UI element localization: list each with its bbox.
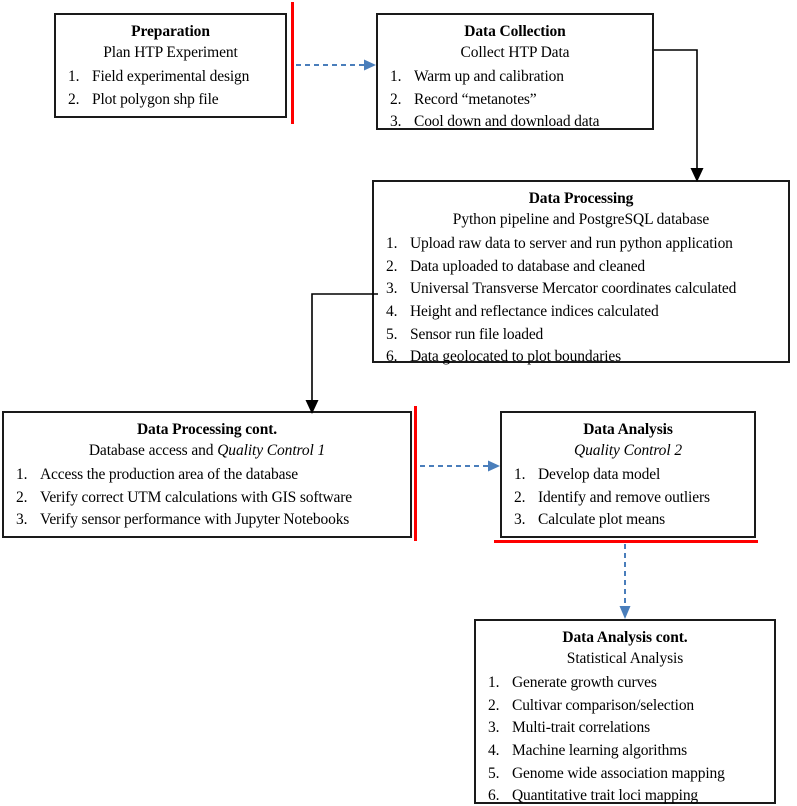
node-data-analysis-cont-subtitle: Statistical Analysis [566, 650, 684, 668]
subtitle-prefix: Database access and [88, 442, 218, 460]
list-item: Warm up and calibration [390, 66, 564, 88]
red-separator-middle [414, 406, 417, 541]
node-data-analysis-subtitle: Quality Control 2 [512, 441, 744, 462]
node-data-analysis-cont[interactable]: Data Analysis cont. Statistical Analysis… [474, 619, 776, 806]
node-data-collection[interactable]: Data Collection Collect HTP Data Warm up… [376, 13, 654, 134]
list-item: Cultivar comparison/selection [488, 695, 695, 717]
node-data-processing-cont-subtitle: Database access and Quality Control 1 [14, 441, 400, 462]
node-data-analysis-cont-list: Generate growth curves Cultivar comparis… [486, 672, 764, 806]
connector-data-processing-to-data-processing-cont-icon [305, 292, 378, 416]
node-data-processing-subtitle: Python pipeline and PostgreSQL database [452, 211, 710, 229]
list-item: Upload raw data to server and run python… [386, 233, 733, 255]
node-data-collection-list: Warm up and calibration Record “metanote… [388, 66, 642, 134]
subtitle-emphasis: Quality Control 1 [217, 442, 326, 460]
connector-data-processing-cont-to-data-analysis-icon [420, 459, 504, 473]
node-data-analysis-cont-title: Data Analysis cont. [562, 629, 688, 646]
list-item: Record “metanotes” [390, 89, 537, 111]
list-item: Identify and remove outliers [514, 487, 710, 509]
list-item: Plot polygon shp file [68, 89, 219, 111]
list-item: Cool down and download data [390, 111, 600, 133]
red-separator-top [291, 2, 294, 124]
list-item: Genome wide association mapping [488, 763, 725, 785]
node-data-analysis-list: Develop data model Identify and remove o… [512, 464, 744, 532]
node-preparation-subtitle: Plan HTP Experiment [103, 44, 238, 62]
list-item: Data geolocated to plot boundaries [386, 346, 621, 368]
list-item: Universal Transverse Mercator coordinate… [386, 278, 737, 300]
connector-data-collection-to-data-processing-icon [654, 48, 704, 184]
list-item: Data uploaded to database and cleaned [386, 256, 646, 278]
node-data-processing[interactable]: Data Processing Python pipeline and Post… [372, 180, 790, 369]
node-preparation[interactable]: Preparation Plan HTP Experiment Field ex… [54, 13, 287, 118]
node-data-processing-title: Data Processing [528, 190, 634, 207]
list-item: Access the production area of the databa… [16, 464, 298, 486]
node-data-processing-cont-list: Access the production area of the databa… [14, 464, 400, 532]
node-data-collection-title: Data Collection [464, 23, 566, 40]
subtitle-emphasis: Quality Control 2 [574, 442, 682, 460]
node-data-processing-cont-title: Data Processing cont. [136, 421, 278, 438]
list-item: Multi-trait correlations [488, 717, 651, 739]
node-preparation-list: Field experimental design Plot polygon s… [66, 66, 275, 111]
red-separator-bottom [494, 540, 758, 543]
list-item: Develop data model [514, 464, 661, 486]
node-data-processing-cont[interactable]: Data Processing cont. Database access an… [2, 411, 412, 538]
connector-data-analysis-to-data-analysis-cont-icon [618, 544, 632, 623]
list-item: Generate growth curves [488, 672, 657, 694]
node-data-collection-subtitle: Collect HTP Data [460, 44, 570, 62]
list-item: Field experimental design [68, 66, 250, 88]
node-data-processing-list: Upload raw data to server and run python… [384, 233, 778, 369]
list-item: Height and reflectance indices calculate… [386, 301, 659, 323]
node-data-analysis-title: Data Analysis [583, 421, 673, 438]
list-item: Verify sensor performance with Jupyter N… [16, 509, 350, 531]
list-item: Calculate plot means [514, 509, 665, 531]
node-data-analysis[interactable]: Data Analysis Quality Control 2 Develop … [500, 411, 756, 538]
node-preparation-title: Preparation [131, 23, 210, 40]
connector-preparation-to-data-collection-icon [296, 58, 380, 72]
list-item: Verify correct UTM calculations with GIS… [16, 487, 353, 509]
list-item: Sensor run file loaded [386, 324, 544, 346]
list-item: Quantitative trait loci mapping [488, 785, 699, 806]
list-item: Machine learning algorithms [488, 740, 688, 762]
